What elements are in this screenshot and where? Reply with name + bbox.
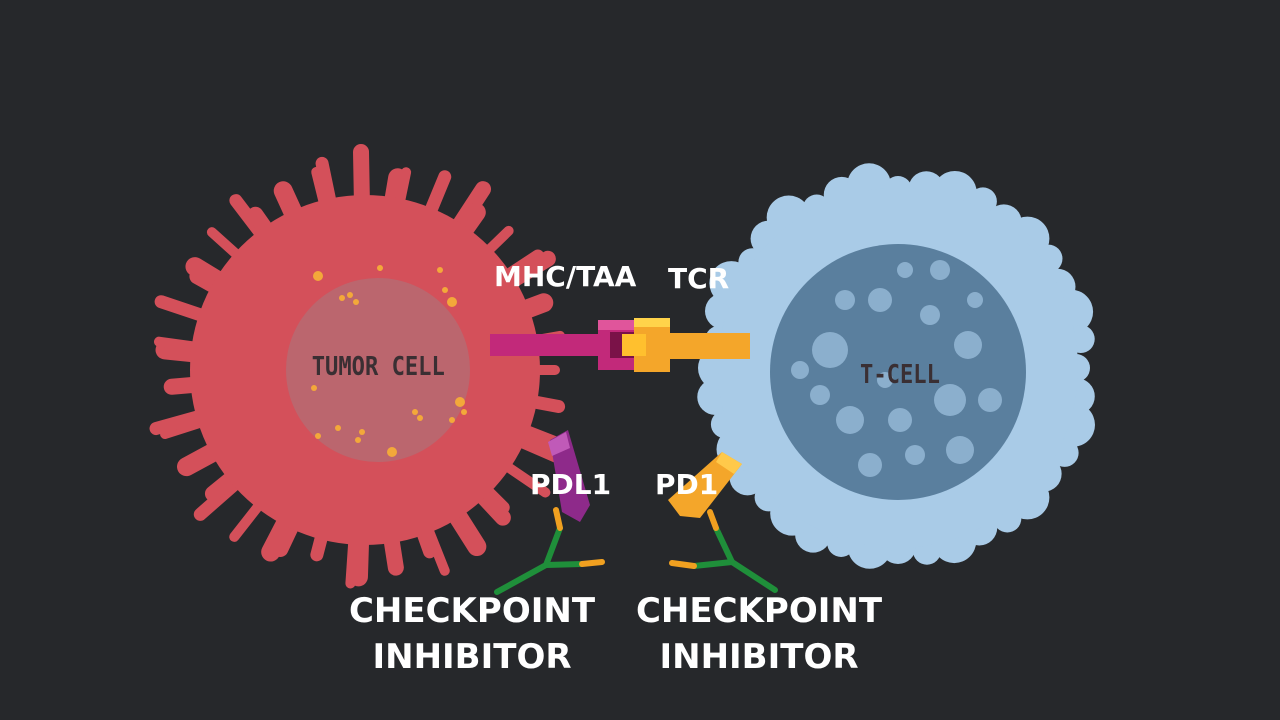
- checkpoint-inhibitor-left-label: CHECKPOINT INHIBITOR: [332, 588, 612, 680]
- t-cell-vesicle: [791, 361, 809, 379]
- checkpoint-inhibitor-antibody-right: [669, 509, 778, 593]
- tumor-granule: [377, 265, 383, 271]
- t-cell-vesicle: [897, 262, 913, 278]
- tumor-granule: [335, 425, 341, 431]
- tumor-cell-granules: [311, 265, 467, 457]
- tumor-granule: [313, 271, 323, 281]
- tumor-granule: [447, 297, 457, 307]
- checkpoint-inhibitor-antibody-left: [494, 507, 605, 595]
- t-cell-vesicle: [930, 260, 950, 280]
- pdl1-label: PDL1: [530, 468, 612, 501]
- tumor-granule: [412, 409, 418, 415]
- pd1-receptor: [668, 452, 742, 518]
- t-cell-vesicle: [835, 290, 855, 310]
- t-cell-nucleus: [770, 244, 1026, 500]
- checkpoint-inhibitor-left-line2: INHIBITOR: [372, 637, 572, 677]
- tumor-granule: [449, 417, 455, 423]
- checkpoint-inhibitor-right-line1: CHECKPOINT: [635, 591, 883, 631]
- t-cell-vesicle: [954, 331, 982, 359]
- tumor-granule: [311, 385, 317, 391]
- tumor-granule: [437, 267, 443, 273]
- t-cell-vesicle: [877, 372, 893, 388]
- t-cell-vesicle: [920, 305, 940, 325]
- tumor-cell-nucleus: [286, 278, 470, 462]
- t-cell-vesicle: [810, 385, 830, 405]
- tumor-cell-label: TUMOR CELL: [311, 352, 445, 382]
- tumor-granule: [387, 447, 397, 457]
- t-cell-vesicle: [946, 436, 974, 464]
- t-cell-vesicle: [905, 445, 925, 465]
- tcr-label: TCR: [668, 262, 730, 295]
- tumor-granule: [339, 295, 345, 301]
- t-cell-label: T-CELL: [860, 360, 940, 390]
- checkpoint-inhibitor-right-line2: INHIBITOR: [659, 637, 859, 677]
- checkpoint-inhibitor-left-line1: CHECKPOINT: [348, 591, 596, 631]
- tumor-granule: [455, 397, 465, 407]
- pd1-label: PD1: [655, 468, 719, 501]
- tcr-receptor: [622, 318, 750, 372]
- t-cell-vesicle: [812, 332, 848, 368]
- t-cell-vesicle: [967, 292, 983, 308]
- tumor-granule: [315, 433, 321, 439]
- t-cell-vesicle: [836, 406, 864, 434]
- tumor-granule: [347, 292, 353, 298]
- t-cell-vesicle: [858, 453, 882, 477]
- t-cell-vesicle: [868, 288, 892, 312]
- tumor-granule: [417, 415, 423, 421]
- tumor-granule: [442, 287, 448, 293]
- pdl1-receptor: [548, 430, 590, 522]
- t-cell-vesicle: [934, 384, 966, 416]
- tumor-granule: [461, 409, 467, 415]
- tumor-granule: [355, 437, 361, 443]
- tumor-granule: [353, 299, 359, 305]
- mhc-taa-label: MHC/TAA: [494, 260, 637, 293]
- t-cell-vesicles: [791, 260, 1002, 477]
- checkpoint-inhibitor-right-label: CHECKPOINT INHIBITOR: [619, 588, 899, 680]
- t-cell-vesicle: [978, 388, 1002, 412]
- tumor-granule: [359, 429, 365, 435]
- t-cell-vesicle: [888, 408, 912, 432]
